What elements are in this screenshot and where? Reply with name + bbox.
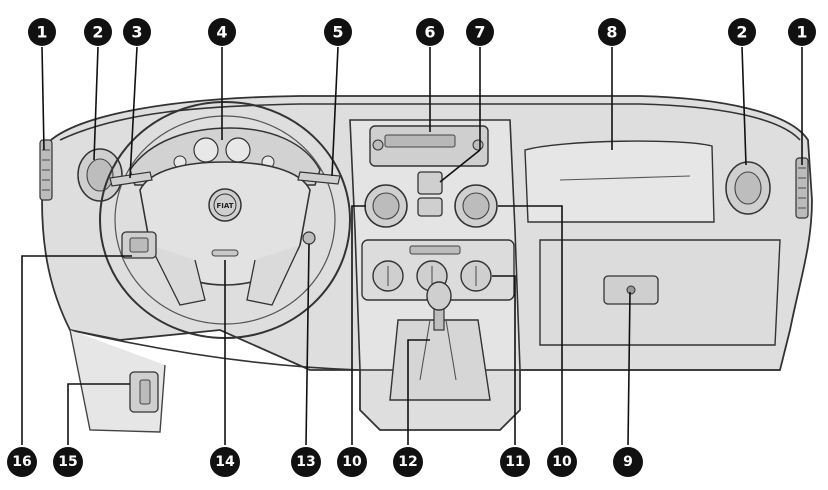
ignition-switch xyxy=(302,231,316,245)
passenger-side xyxy=(524,140,809,346)
callout-11: 11 xyxy=(500,447,530,477)
svg-text:13: 13 xyxy=(296,454,315,470)
callout-6: 6 xyxy=(416,18,444,46)
svg-text:5: 5 xyxy=(332,23,343,42)
gear-knob xyxy=(426,281,452,311)
callout-2-right: 2 xyxy=(728,18,756,46)
bonnet-release xyxy=(129,371,159,413)
callout-1-left: 1 xyxy=(28,18,56,46)
glovebox xyxy=(539,239,781,346)
light-switch-panel xyxy=(121,231,157,259)
callout-12: 12 xyxy=(393,447,423,477)
svg-text:12: 12 xyxy=(398,454,417,470)
callout-7: 7 xyxy=(466,18,494,46)
svg-text:16: 16 xyxy=(12,454,31,470)
tachometer-gauge xyxy=(225,137,251,163)
callout-2-left: 2 xyxy=(84,18,112,46)
callout-10-left: 10 xyxy=(337,447,367,477)
callout-10-right: 10 xyxy=(547,447,577,477)
svg-text:7: 7 xyxy=(474,23,485,42)
leader-lines xyxy=(21,46,803,446)
svg-text:8: 8 xyxy=(606,23,617,42)
center-console xyxy=(349,119,521,401)
svg-text:1: 1 xyxy=(796,23,807,42)
callouts-bottom: 16 15 14 13 10 12 11 10 xyxy=(7,447,643,477)
svg-text:10: 10 xyxy=(552,454,572,470)
left-stalk xyxy=(109,171,153,187)
callout-9: 9 xyxy=(613,447,643,477)
svg-text:14: 14 xyxy=(215,454,235,470)
left-side-vent xyxy=(39,139,53,201)
svg-text:1: 1 xyxy=(36,23,47,42)
dashboard-lower-edge xyxy=(69,329,780,371)
svg-text:15: 15 xyxy=(58,454,77,470)
svg-text:2: 2 xyxy=(736,23,747,42)
callouts-top: 1 2 3 4 5 6 7 8 xyxy=(28,18,816,46)
right-stalk xyxy=(297,171,341,185)
svg-text:3: 3 xyxy=(131,23,142,42)
svg-text:2: 2 xyxy=(92,23,103,42)
left-round-vent xyxy=(77,148,123,202)
callout-5: 5 xyxy=(324,18,352,46)
callout-16: 16 xyxy=(7,447,37,477)
callout-13: 13 xyxy=(291,447,321,477)
svg-text:6: 6 xyxy=(424,23,435,42)
svg-text:9: 9 xyxy=(623,454,633,470)
dashboard-top-surface xyxy=(59,103,801,141)
callout-14: 14 xyxy=(210,447,240,477)
svg-text:4: 4 xyxy=(216,23,227,42)
svg-text:FIAT: FIAT xyxy=(216,202,233,210)
gear-lever-boot xyxy=(389,319,491,401)
svg-text:10: 10 xyxy=(342,454,362,470)
callout-8: 8 xyxy=(598,18,626,46)
callout-15: 15 xyxy=(53,447,83,477)
speedometer-gauge xyxy=(193,137,219,163)
passenger-airbag-panel xyxy=(524,140,715,223)
callout-4: 4 xyxy=(208,18,236,46)
svg-text:11: 11 xyxy=(505,454,524,470)
hazard-switch xyxy=(417,171,443,195)
callout-3: 3 xyxy=(123,18,151,46)
callout-1-right: 1 xyxy=(788,18,816,46)
